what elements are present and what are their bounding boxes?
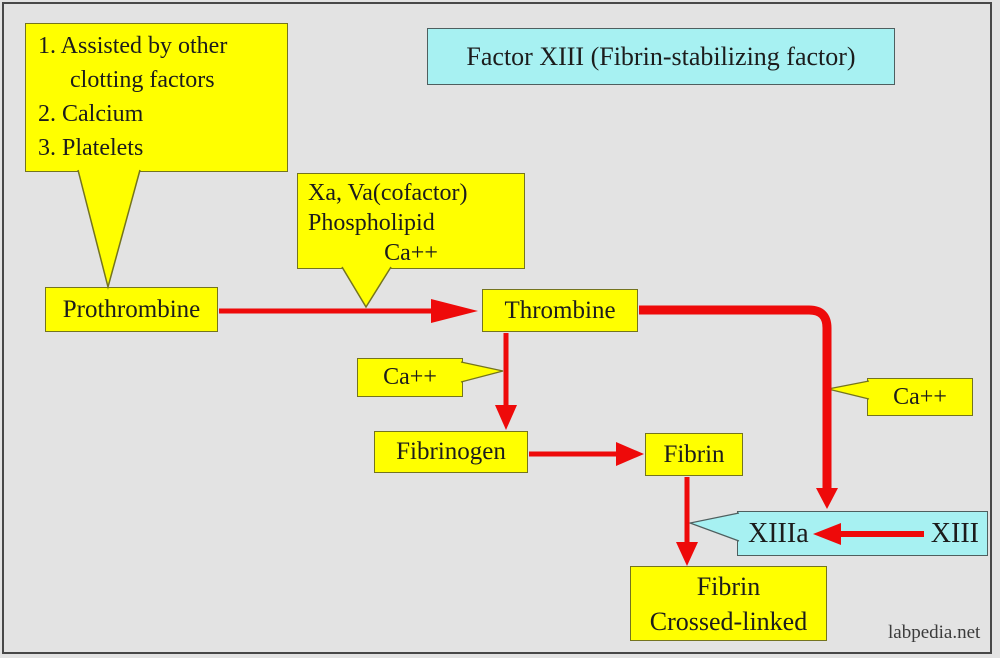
node-fibrinogen: Fibrinogen (374, 431, 528, 473)
node-fibrin-crosslinked: Fibrin Crossed-linked (630, 566, 827, 641)
watermark-text: labpedia.net (888, 622, 981, 643)
ca-left-label: Ca++ (383, 364, 437, 390)
cofactor-line-1: Xa, Va(cofactor) (308, 180, 468, 206)
diagram-title: Factor XIII (Fibrin-stabilizing factor) (466, 41, 856, 71)
ca-right-label: Ca++ (893, 383, 947, 410)
node-fibrinogen-label: Fibrinogen (396, 438, 506, 465)
node-fibrin-crosslinked-line1: Fibrin (696, 571, 761, 601)
title-box: Factor XIII (Fibrin-stabilizing factor) (427, 28, 895, 85)
node-fibrin-crosslinked-line2: Crossed-linked (649, 606, 808, 636)
note-line-1: 1. Assisted by other (38, 33, 228, 59)
node-thrombine-label: Thrombine (504, 296, 616, 324)
ca-callout-right: Ca++ (867, 378, 973, 416)
note-line-2: clotting factors (70, 67, 215, 93)
node-xiii-group: XIIIa XIII (737, 511, 988, 556)
node-prothrombine: Prothrombine (45, 287, 218, 332)
ca-callout-left: Ca++ (357, 358, 463, 397)
node-fibrin: Fibrin (645, 433, 743, 476)
note-line-3: 2. Calcium (38, 101, 144, 127)
node-fibrin-label: Fibrin (663, 440, 725, 468)
cofactor-line-3: Ca++ (384, 240, 438, 266)
node-xiiia-label: XIIIa (748, 517, 809, 549)
cofactor-callout-box: Xa, Va(cofactor) Phospholipid Ca++ (297, 173, 525, 269)
node-prothrombine-label: Prothrombine (62, 295, 201, 323)
note-callout-box: 1. Assisted by other clotting factors 2.… (25, 23, 288, 172)
node-xiii-label: XIII (930, 517, 979, 549)
cofactor-line-2: Phospholipid (308, 210, 435, 236)
node-thrombine: Thrombine (482, 289, 638, 332)
note-line-4: 3. Platelets (38, 135, 144, 161)
